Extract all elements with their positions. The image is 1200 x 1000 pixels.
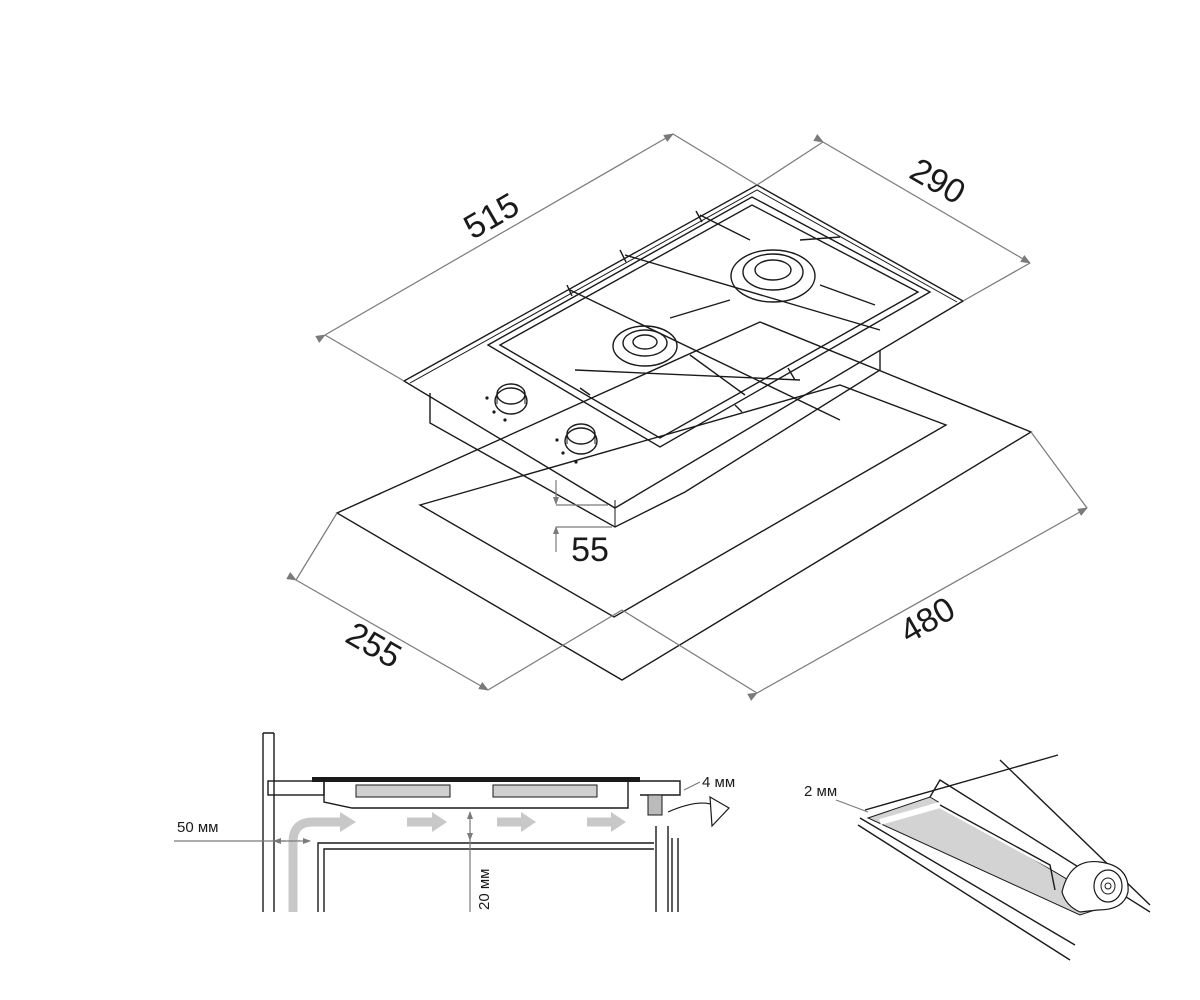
control-knob-1 [485,383,528,422]
seal-tape-detail [835,754,1151,961]
burner-large [730,249,816,303]
wall-gap-label: 50 мм [177,819,218,836]
length-dimension-label: 515 [457,186,525,247]
isometric-view: 515 290 55 255 480 [286,133,1088,701]
cutout-length-label: 480 [893,590,961,651]
burner-small [612,325,678,367]
control-knob-2 [555,423,598,464]
ventilation-section-detail [174,732,730,912]
cutout-depth-label: 255 [339,615,407,676]
seal-width-label: 2 мм [804,783,837,800]
pan-support-grate [486,196,932,448]
height-dimension-label: 55 [571,531,609,569]
depth-dimension-label: 290 [903,151,971,212]
clearance-label: 20 мм [476,869,493,910]
dimension-lines [286,133,1088,701]
top-gap-label: 4 мм [702,774,735,791]
